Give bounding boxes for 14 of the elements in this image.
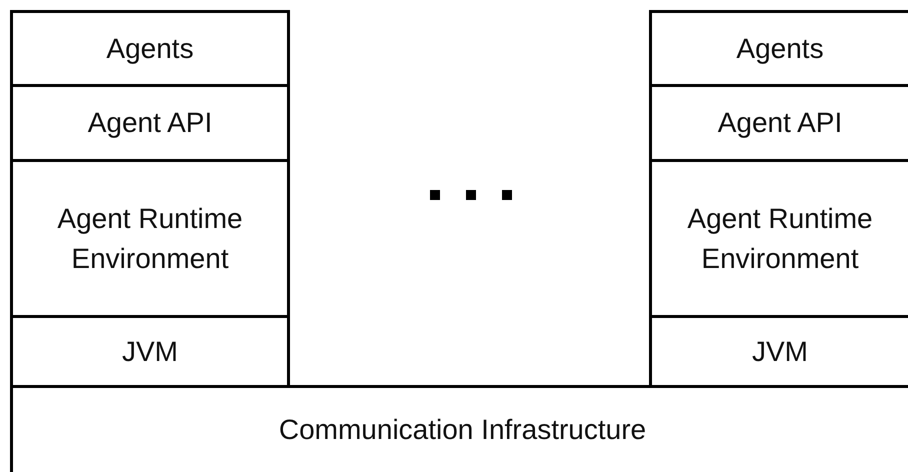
layer-label: Agent Runtime Environment — [56, 202, 244, 276]
layer-label: JVM — [752, 334, 808, 368]
layer-box — [10, 84, 290, 162]
layer-box — [10, 315, 290, 388]
layer-label: Agent Runtime Environment — [686, 202, 874, 276]
layer-label: Agent API — [718, 106, 842, 140]
layer-box — [10, 159, 290, 318]
layer-label: Agents — [106, 32, 194, 66]
layer-label: JVM — [122, 334, 178, 368]
layer-box — [649, 10, 908, 87]
layer-box — [10, 10, 290, 87]
layer-label: Communication Infrastructure — [278, 413, 646, 447]
layer-label: Agents — [736, 32, 824, 66]
layer-label: Agent API — [88, 106, 212, 140]
